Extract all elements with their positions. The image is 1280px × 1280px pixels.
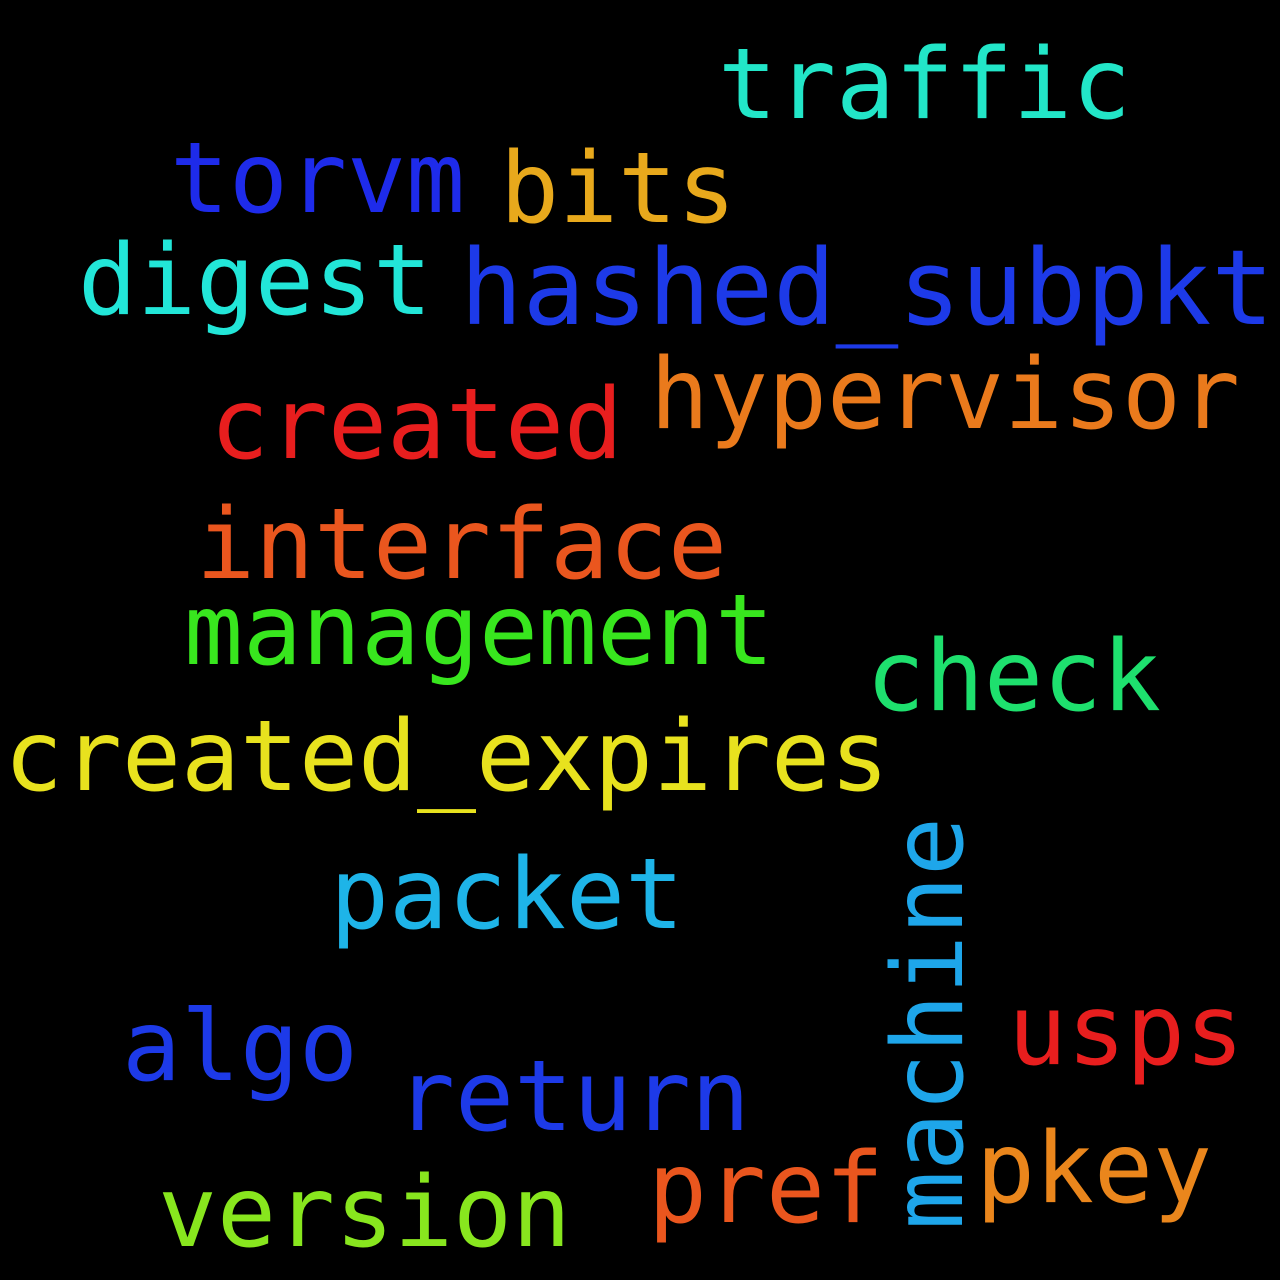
word-management: management (184, 574, 775, 688)
word-torvm: torvm (170, 122, 466, 236)
word-machine: machine (872, 816, 986, 1230)
word-hashed-subpkt: hashed_subpkt (460, 227, 1274, 349)
word-return: return (396, 1040, 751, 1154)
word-version: version (158, 1156, 572, 1270)
word-created: created (210, 368, 624, 482)
word-hypervisor: hypervisor (650, 338, 1241, 452)
word-pkey: pkey (976, 1112, 1213, 1226)
word-created-expires: created_expires (4, 700, 890, 814)
word-digest: digest (78, 224, 433, 338)
word-packet: packet (330, 838, 685, 952)
word-traffic: traffic (718, 28, 1132, 142)
word-bits: bits (500, 132, 737, 246)
word-usps: usps (1008, 974, 1245, 1088)
word-pref: pref (648, 1132, 885, 1246)
word-check: check (866, 620, 1162, 734)
word-algo: algo (122, 990, 359, 1104)
word-interface: interface (196, 488, 728, 602)
